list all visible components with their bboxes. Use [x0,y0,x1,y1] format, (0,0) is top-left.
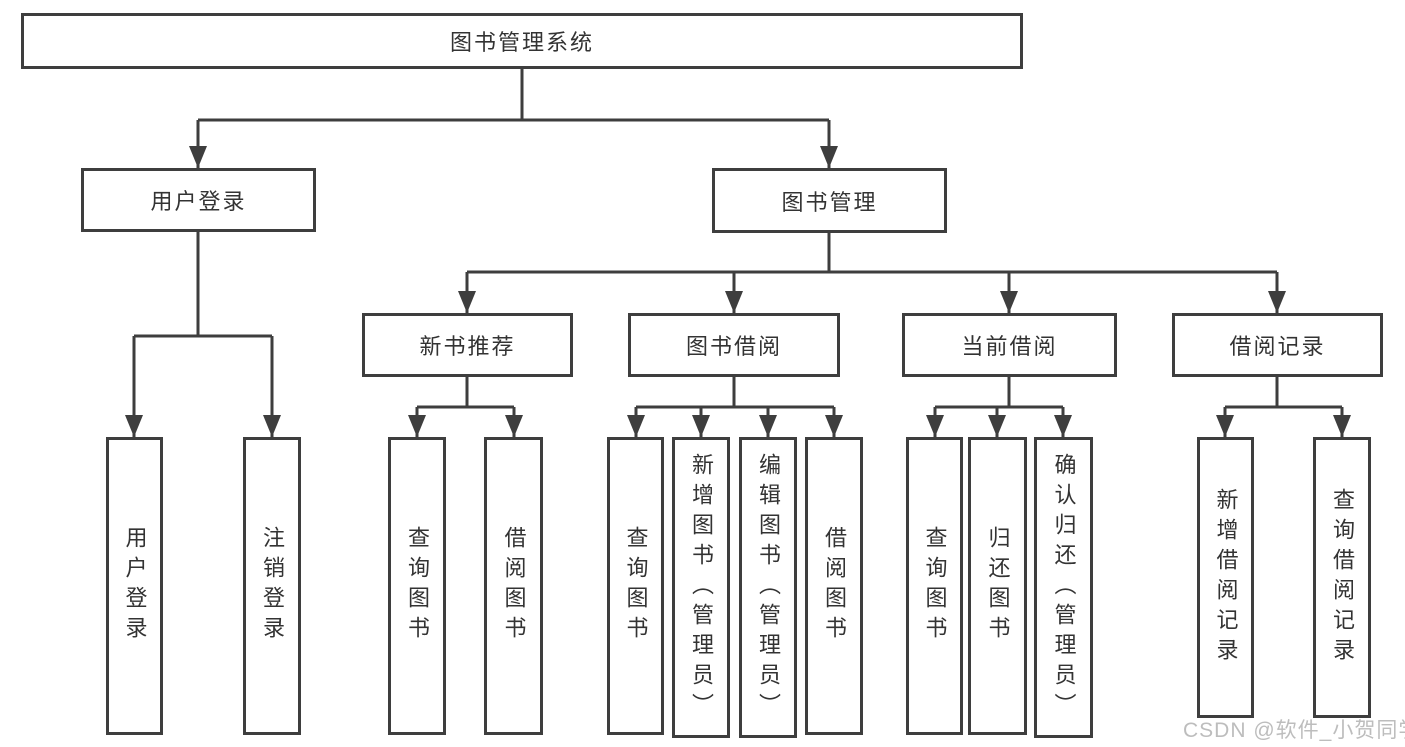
node-label: 用户登录 [150,189,247,214]
node-label: 新书推荐 [419,334,516,359]
node-label: 归还图书 [985,526,1011,646]
connector-borrow-records-to-leaves [1216,377,1351,437]
leaf-add-borrow-record: 新增借阅记录 [1197,437,1254,718]
leaf-confirm-return-admin: 确认归还（管理员） [1034,437,1093,738]
leaf-borrow-books-recommend: 借阅图书 [484,437,543,735]
node-library-system: 图书管理系统 [21,13,1023,69]
connector-user-login-to-leaves [125,232,281,437]
node-new-book-recommend: 新书推荐 [362,313,573,377]
node-user-login: 用户登录 [81,168,316,232]
node-label: 编辑图书（管理员） [756,452,781,723]
leaf-logout: 注销登录 [243,437,301,735]
node-borrow-records: 借阅记录 [1172,313,1383,377]
connector-book-mgmt-to-level3 [458,233,1286,313]
leaf-user-login: 用户登录 [106,437,163,735]
node-label: 当前借阅 [961,334,1058,359]
node-label: 用户登录 [122,526,148,646]
connector-current-borrow-to-leaves [926,377,1072,437]
node-label: 图书管理 [781,189,878,215]
node-label: 查询图书 [405,526,430,646]
node-current-borrow: 当前借阅 [902,313,1117,377]
leaf-edit-books-admin: 编辑图书（管理员） [739,437,797,738]
node-label: 查询借阅记录 [1330,487,1355,668]
leaf-query-borrow-record: 查询借阅记录 [1313,437,1371,718]
node-book-management: 图书管理 [712,168,947,233]
node-label: 查询图书 [922,526,948,646]
node-label: 图书借阅 [685,334,782,359]
node-label: 新增借阅记录 [1213,487,1239,668]
node-label: 注销登录 [260,526,285,646]
connector-book-borrow-to-leaves [627,377,843,437]
node-label: 查询图书 [623,526,649,646]
connector-root-to-level2 [189,69,838,168]
leaf-query-books-current: 查询图书 [906,437,963,735]
node-label: 借阅图书 [822,526,847,646]
leaf-borrow-books: 借阅图书 [805,437,863,735]
leaf-query-books-recommend: 查询图书 [388,437,446,735]
leaf-query-books-borrow: 查询图书 [607,437,664,735]
node-label: 借阅图书 [501,526,527,646]
connector-new-recommend-to-leaves [408,377,523,437]
node-label: 新增图书（管理员） [689,452,714,723]
leaf-return-books: 归还图书 [968,437,1027,735]
node-book-borrow: 图书借阅 [628,313,840,377]
node-label: 借阅记录 [1229,334,1326,359]
leaf-add-books-admin: 新增图书（管理员） [672,437,730,738]
node-label: 确认归还（管理员） [1051,452,1077,723]
node-label: 图书管理系统 [449,30,594,55]
csdn-watermark: CSDN @软件_小贺同学 [1183,719,1405,742]
